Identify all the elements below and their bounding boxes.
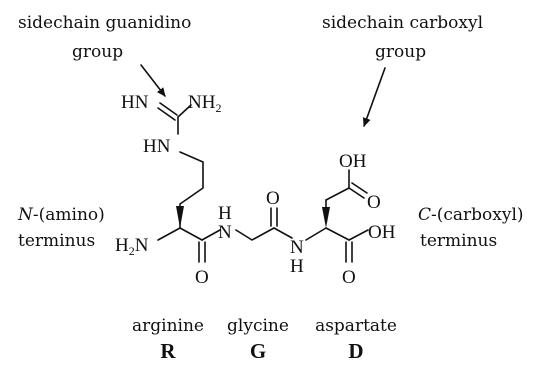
atom-o-cterm: O	[342, 267, 356, 288]
atom-n-gly: N	[218, 222, 232, 243]
glycine-backbone	[235, 227, 275, 241]
atom-h2n-sub: 2	[129, 244, 135, 258]
c-terminus-letter: C	[418, 205, 431, 225]
bond-cbeta-cgamma	[325, 187, 350, 201]
carboxyl-label-line2: group	[375, 42, 426, 62]
residue-name-arginine: arginine	[132, 316, 204, 336]
c-terminus-label: C-(carboxyl)	[418, 205, 524, 225]
residue-name-glycine: glycine	[227, 316, 289, 336]
atom-nh2-nh: NH	[188, 92, 216, 113]
n-terminus-rest: -(amino)	[33, 205, 105, 225]
atom-h2n: H2N	[115, 235, 149, 258]
residue-code-r: R	[160, 339, 176, 363]
bond-c-eq-n-1	[159, 102, 178, 116]
atom-o-arg: O	[195, 267, 209, 288]
atom-hn-chain: HN	[143, 136, 171, 157]
atom-h2n-h: H	[115, 235, 129, 256]
atom-hn-imine: HN	[121, 92, 149, 113]
atom-h-asp: H	[290, 256, 304, 277]
atom-h2n-n: N	[135, 235, 149, 256]
carboxyl-arrow	[362, 67, 386, 127]
aspartate-alpha-wedge	[322, 207, 330, 228]
residue-code-d: D	[348, 339, 363, 363]
arginine-sidechain	[179, 151, 204, 229]
atom-oh-cterm: OH	[368, 222, 396, 243]
bond-calpha-c1	[179, 227, 203, 241]
bond-cgamma-o-2	[351, 182, 368, 194]
atom-o-gly: O	[266, 188, 280, 209]
n-terminus-word: terminus	[18, 231, 95, 251]
residue-code-g: G	[250, 339, 266, 363]
bond-cterm-oh	[348, 229, 369, 241]
bond-n-calpha	[157, 227, 181, 241]
guanidino-label-line2: group	[72, 42, 123, 62]
bond-cgamma-o-1	[348, 187, 365, 199]
atom-oh-side: OH	[339, 151, 367, 172]
atom-o-side: O	[367, 192, 381, 213]
atom-h-gly: H	[218, 203, 232, 224]
bond-n-calpha-asp	[305, 227, 327, 241]
c-terminus-word: terminus	[420, 231, 497, 251]
carboxyl-label-line1: sidechain carboxyl	[322, 13, 483, 33]
n-terminus-label: N-(amino)	[17, 205, 105, 225]
guanidino-arrow	[140, 64, 166, 97]
arginine-alpha-wedge	[176, 206, 184, 228]
bond-c-nh2	[177, 104, 192, 118]
guanidino-label-line1: sidechain guanidino	[18, 13, 191, 33]
bond-c1-n-gly	[201, 229, 221, 241]
n-terminus-letter: N	[17, 205, 34, 225]
bond-c-eq-n-2	[157, 107, 176, 121]
c-terminus-rest: -(carboxyl)	[431, 205, 524, 225]
atom-n-asp: N	[290, 237, 304, 258]
atom-nh2: NH2	[188, 92, 221, 115]
atom-nh2-sub: 2	[215, 101, 221, 115]
residue-name-aspartate: aspartate	[315, 316, 397, 336]
bond-calpha-cterm	[325, 227, 350, 241]
bond-c2-n-asp	[273, 227, 293, 239]
